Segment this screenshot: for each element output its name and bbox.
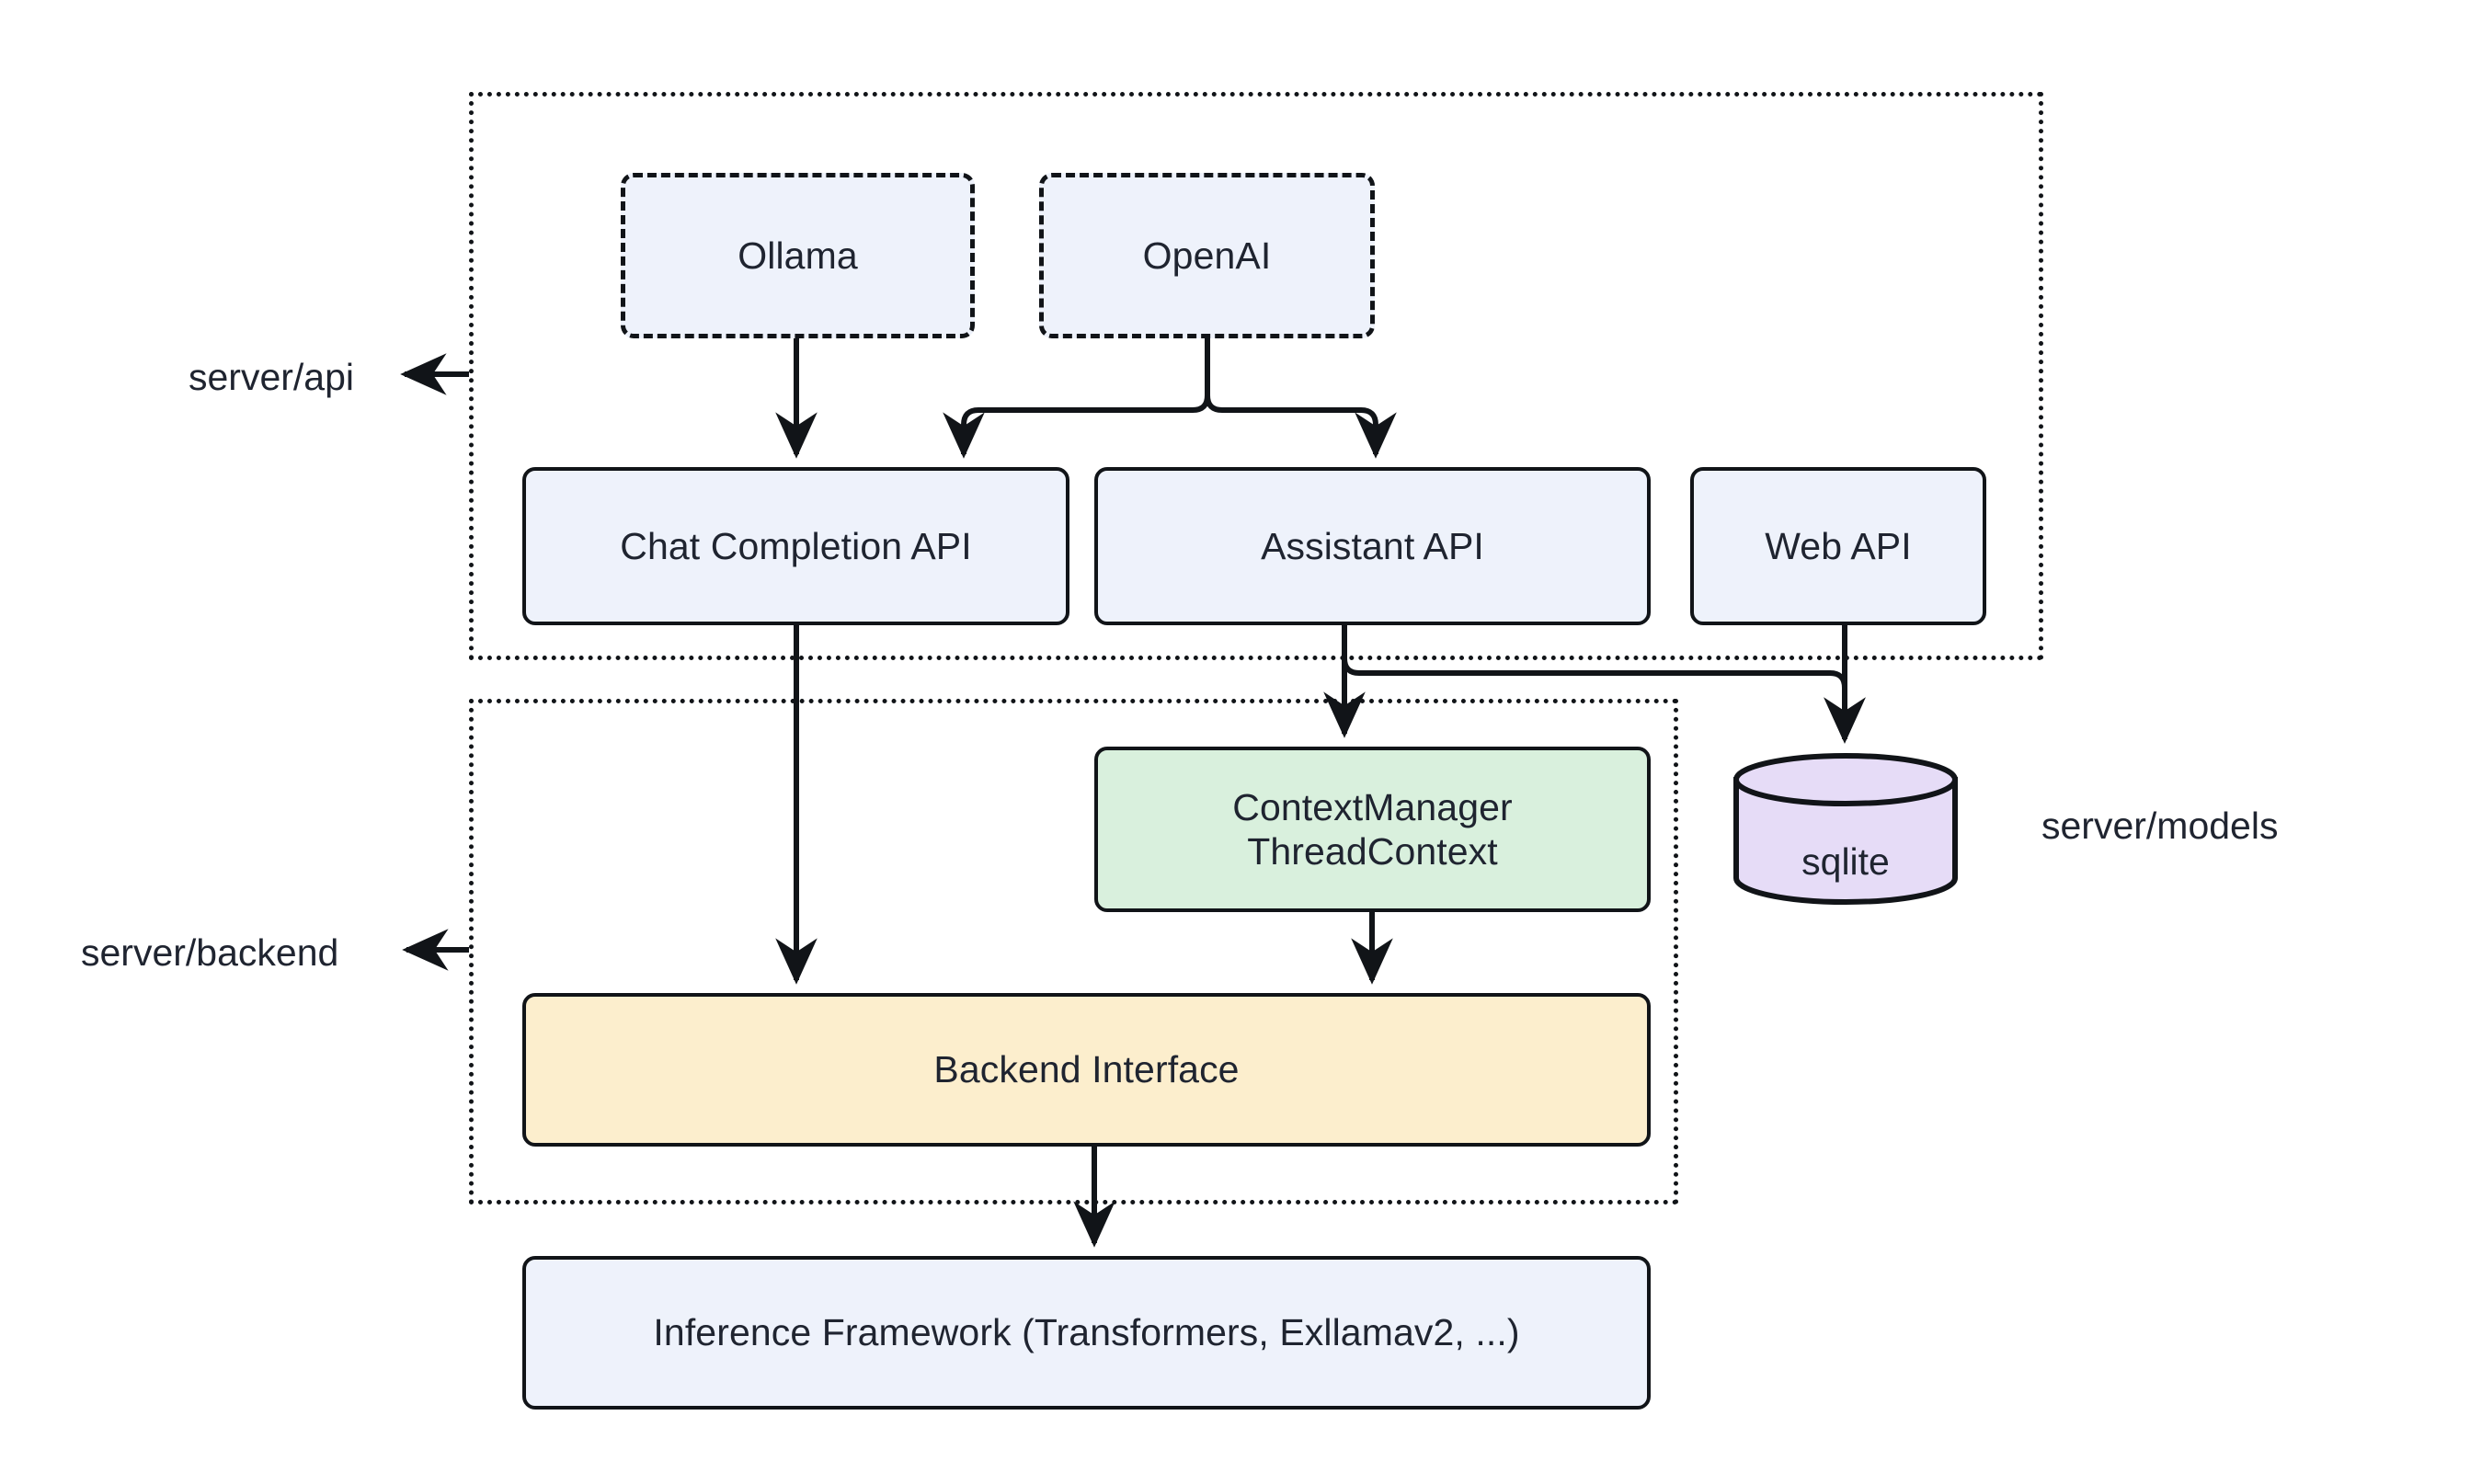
zone-label-server-backend: server/backend [81, 931, 339, 974]
node-context-manager-label: ContextManager ThreadContext [1232, 785, 1513, 873]
node-inference-framework[interactable]: Inference Framework (Transformers, Exlla… [522, 1256, 1651, 1410]
edge-openai-to-assistant-api [1205, 338, 1397, 459]
node-ollama-label: Ollama [738, 234, 858, 277]
zone-server-backend [469, 699, 1678, 1204]
node-backend-interface-label: Backend Interface [933, 1048, 1240, 1091]
node-assistant-api-label: Assistant API [1261, 524, 1484, 567]
node-backend-interface[interactable]: Backend Interface [522, 993, 1651, 1147]
node-ollama[interactable]: Ollama [621, 173, 975, 338]
zone-server-api [469, 92, 2043, 660]
cylinder-shape [1733, 753, 1958, 905]
node-openai-label: OpenAI [1142, 234, 1272, 277]
node-chat-completion-api-label: Chat Completion API [620, 524, 972, 567]
node-openai[interactable]: OpenAI [1039, 173, 1375, 338]
node-context-manager[interactable]: ContextManager ThreadContext [1094, 747, 1651, 912]
zone-label-server-api: server/api [189, 356, 355, 398]
node-chat-completion-api[interactable]: Chat Completion API [522, 467, 1069, 625]
zone-label-server-models: server/models [2041, 805, 2279, 847]
node-web-api-label: Web API [1765, 524, 1912, 567]
node-sqlite[interactable]: sqlite [1731, 752, 1961, 906]
node-assistant-api[interactable]: Assistant API [1094, 467, 1651, 625]
node-inference-framework-label: Inference Framework (Transformers, Exlla… [653, 1311, 1520, 1354]
node-web-api[interactable]: Web API [1690, 467, 1986, 625]
